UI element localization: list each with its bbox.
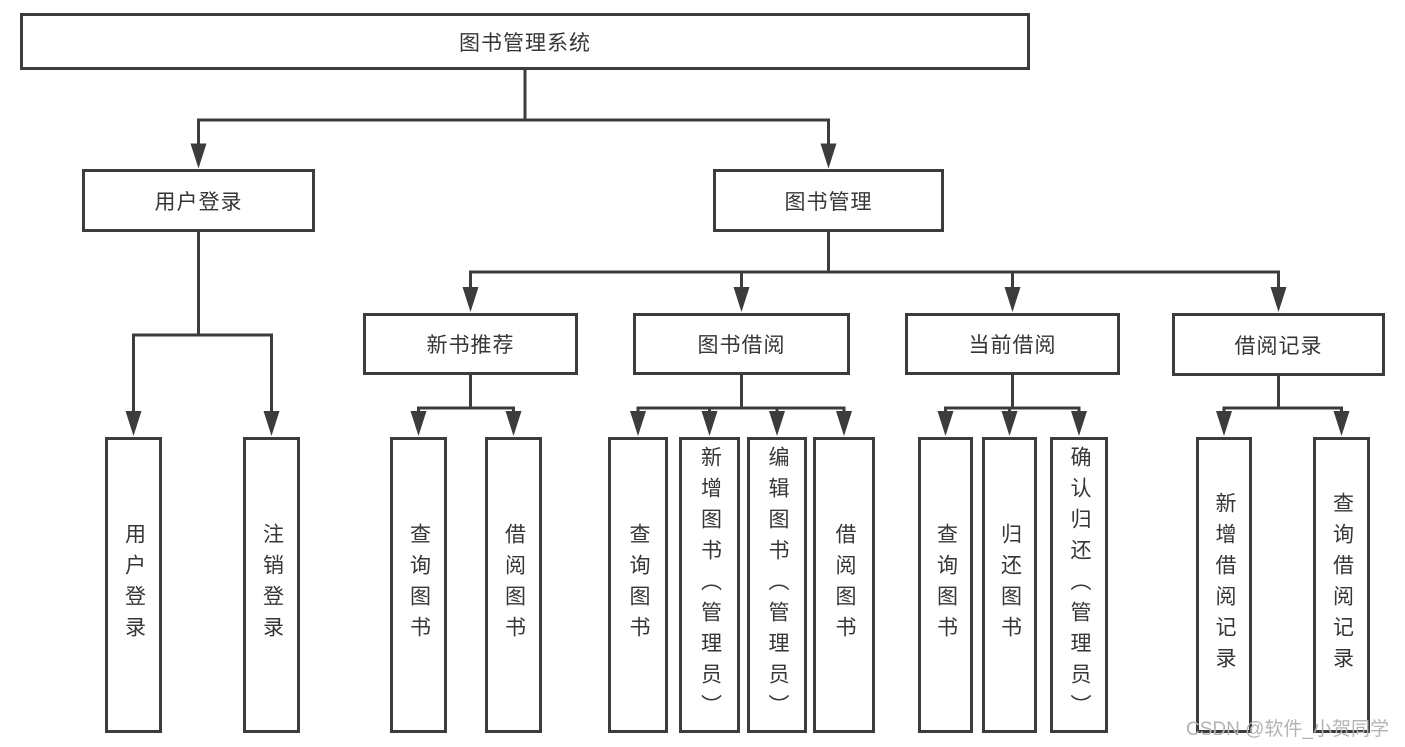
leaf-user-login: 用户登录: [105, 437, 162, 733]
leaf-user-login-label: 用户登录: [122, 523, 146, 647]
leaf-bb-add-books-admin-label: 新增图书（管理员）: [698, 445, 722, 725]
node-book-management: 图书管理: [713, 169, 944, 232]
leaf-logout-label: 注销登录: [260, 523, 284, 647]
leaf-logout: 注销登录: [243, 437, 300, 733]
node-user-login: 用户登录: [82, 169, 315, 232]
leaf-nbr-borrow-books: 借阅图书: [485, 437, 542, 733]
leaf-bb-query-books-label: 查询图书: [627, 523, 651, 647]
leaf-bb-borrow-books: 借阅图书: [813, 437, 875, 733]
leaf-br-add-record: 新增借阅记录: [1196, 437, 1252, 733]
leaf-cb-query-books: 查询图书: [918, 437, 973, 733]
leaf-bb-edit-books-admin: 编辑图书（管理员）: [747, 437, 807, 733]
watermark: CSDN @软件_小贺同学: [1186, 719, 1389, 740]
leaf-nbr-query-books-label: 查询图书: [407, 523, 431, 647]
leaf-cb-query-books-label: 查询图书: [934, 523, 958, 647]
node-user-login-label: 用户登录: [154, 190, 243, 214]
leaf-bb-borrow-books-label: 借阅图书: [833, 523, 857, 647]
leaf-bb-query-books: 查询图书: [608, 437, 668, 733]
leaf-cb-confirm-return-admin-label: 确认归还（管理员）: [1068, 445, 1092, 725]
node-book-borrowing-label: 图书借阅: [697, 334, 786, 357]
node-book-management-label: 图书管理: [784, 190, 873, 214]
leaf-bb-add-books-admin: 新增图书（管理员）: [679, 437, 740, 733]
node-borrowing-records-label: 借阅记录: [1234, 334, 1323, 358]
leaf-cb-return-books: 归还图书: [982, 437, 1037, 733]
node-borrowing-records: 借阅记录: [1172, 313, 1385, 376]
node-current-borrowing: 当前借阅: [905, 313, 1120, 375]
node-book-borrowing: 图书借阅: [633, 313, 850, 375]
leaf-cb-confirm-return-admin: 确认归还（管理员）: [1050, 437, 1108, 733]
leaf-nbr-query-books: 查询图书: [390, 437, 447, 733]
node-current-borrowing-label: 当前借阅: [968, 334, 1057, 357]
leaf-nbr-borrow-books-label: 借阅图书: [502, 523, 526, 647]
leaf-br-query-record-label: 查询借阅记录: [1330, 492, 1354, 678]
node-library-system: 图书管理系统: [20, 13, 1030, 70]
leaf-bb-edit-books-admin-label: 编辑图书（管理员）: [766, 445, 790, 725]
leaf-br-add-record-label: 新增借阅记录: [1213, 492, 1237, 678]
leaf-br-query-record: 查询借阅记录: [1313, 437, 1370, 733]
node-new-book-recommend-label: 新书推荐: [426, 334, 515, 357]
node-library-system-label: 图书管理系统: [459, 31, 591, 55]
arrowhead-icons: [125, 143, 1350, 436]
leaf-cb-return-books-label: 归还图书: [998, 523, 1022, 647]
node-new-book-recommend: 新书推荐: [363, 313, 578, 375]
